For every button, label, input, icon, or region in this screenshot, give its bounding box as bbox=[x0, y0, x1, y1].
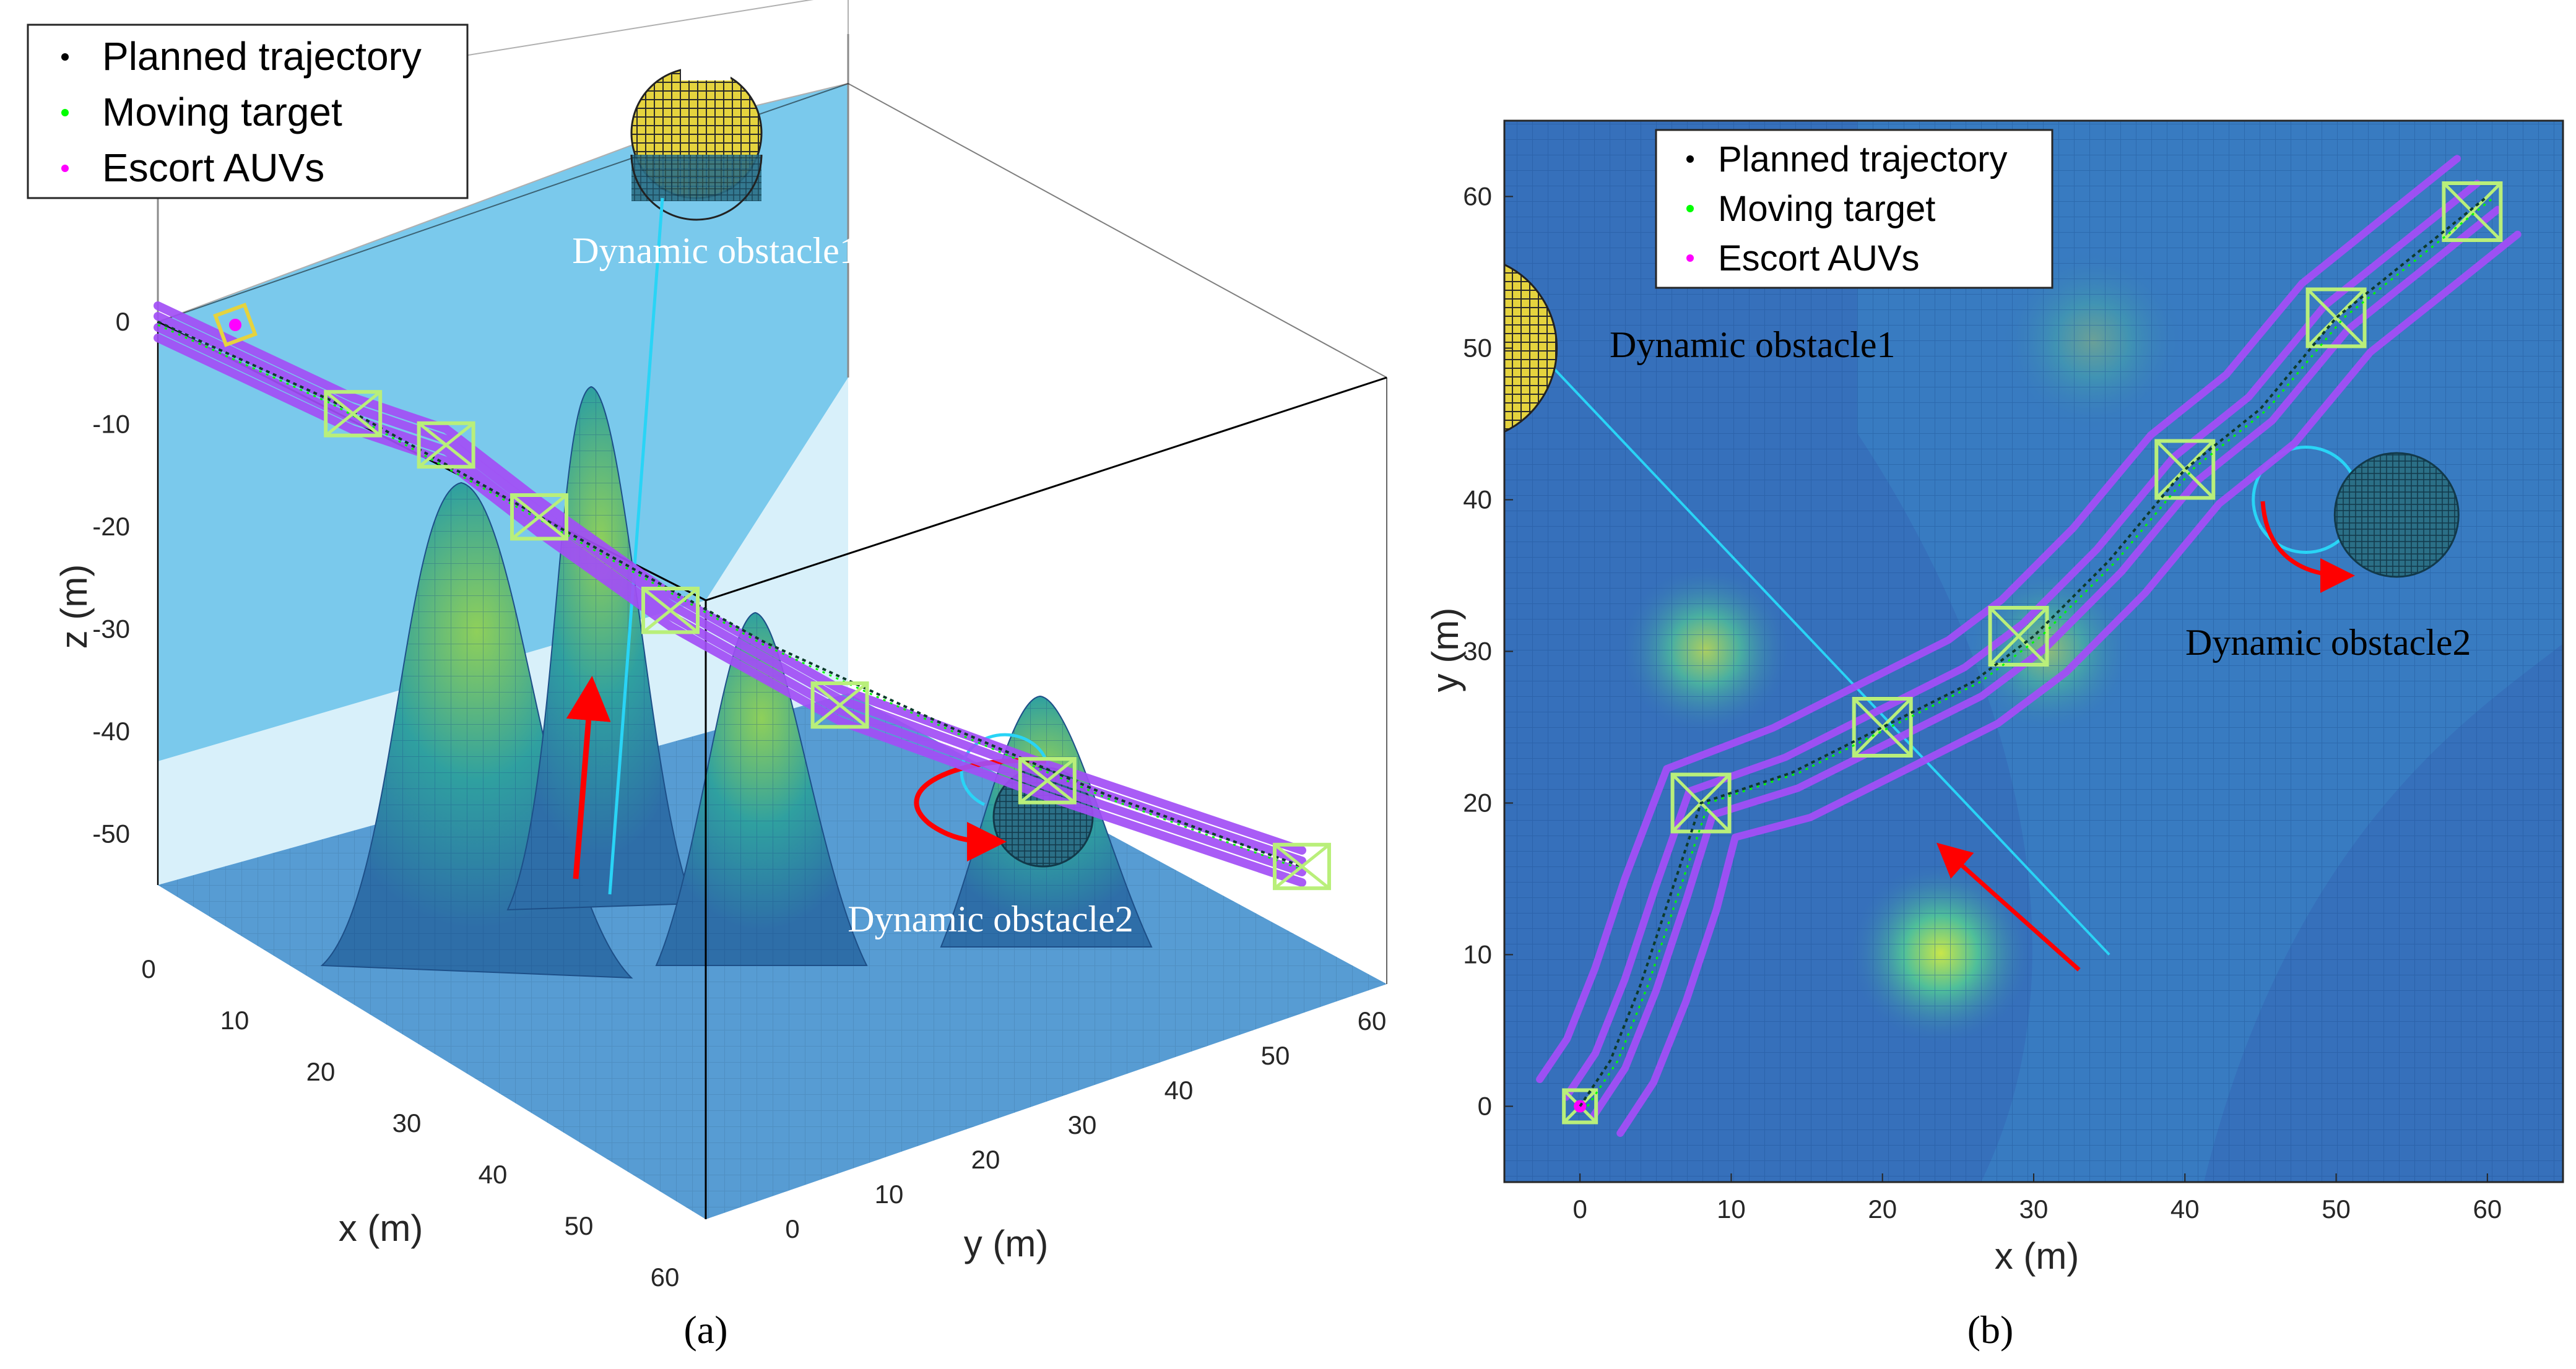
formation-box-2d bbox=[2442, 181, 2503, 242]
formation-box-3d bbox=[641, 587, 700, 634]
legend-b-target-marker bbox=[1686, 205, 1694, 212]
obstacle1-annotation-3d: Dynamic obstacle1 bbox=[572, 230, 858, 271]
formation-box-2d bbox=[2305, 287, 2367, 348]
formation-box-2d bbox=[1988, 606, 2049, 667]
y-tick-label-2d: 50 bbox=[1463, 334, 1492, 363]
x-tick-label-3d: 60 bbox=[651, 1263, 680, 1292]
y-tick-label-3d: 0 bbox=[785, 1214, 799, 1243]
z-tick-label: -30 bbox=[92, 614, 130, 643]
x-tick-label-2d: 50 bbox=[2322, 1194, 2351, 1224]
legend-a-target-label: Moving target bbox=[102, 90, 342, 134]
obstacle2-motion-arrow-2d bbox=[2260, 501, 2355, 593]
dynamic-obstacle1-sphere bbox=[630, 62, 763, 221]
x-tick-label-3d: 40 bbox=[479, 1160, 508, 1189]
formation-path-2d-2 bbox=[1590, 205, 2502, 1120]
x-tick-label-3d: 10 bbox=[220, 1006, 249, 1035]
formation-box-3d bbox=[324, 390, 383, 438]
legend-a-planned-label: Planned trajectory bbox=[102, 34, 422, 79]
obstacle1-motion-arrow bbox=[566, 676, 611, 879]
formation-box-3d bbox=[1273, 842, 1331, 891]
x-axis-label-3d: x (m) bbox=[339, 1207, 423, 1249]
x-tick-label-2d: 40 bbox=[2171, 1194, 2200, 1224]
formation-box-3d bbox=[1018, 757, 1077, 805]
formation-box-3d bbox=[417, 421, 475, 469]
y-tick-label-2d: 20 bbox=[1463, 788, 1492, 818]
obstacle1-path bbox=[608, 197, 664, 895]
obstacle1-path-2d bbox=[1533, 347, 2110, 956]
y-tick-label-2d: 10 bbox=[1463, 940, 1492, 969]
panel-a-3d-plot: 0 -10 -20 -30 -40 -50 0 10 20 30 40 50 60 0 10 20 30 40… bbox=[27, 0, 1387, 1352]
panel-a-label: (a) bbox=[683, 1308, 727, 1352]
dynamic-obstacle2-sphere-2d bbox=[2333, 452, 2460, 578]
formation-box-3d bbox=[510, 493, 568, 541]
dynamic-obstacle1-sphere-2d bbox=[1503, 263, 1558, 433]
legend-b-planned-label: Planned trajectory bbox=[1718, 139, 2007, 179]
formation-box-2d bbox=[2154, 439, 2216, 500]
y-tick-label-3d: 30 bbox=[1068, 1110, 1097, 1139]
y-axis-ticks-3d: 0 10 20 30 40 50 60 bbox=[785, 1006, 1386, 1243]
x-tick-label-3d: 20 bbox=[306, 1057, 336, 1086]
formation-box-2d bbox=[1852, 697, 1913, 758]
panel-b-label: (b) bbox=[1967, 1308, 2014, 1352]
x-tick-label-3d: 0 bbox=[141, 954, 155, 983]
y-axis-label-2d: y (m) bbox=[1425, 608, 1466, 693]
z-tick-label: -50 bbox=[92, 819, 130, 848]
z-tick-label: -20 bbox=[92, 512, 130, 541]
formation-paths-2d bbox=[1536, 155, 2522, 1137]
y-tick-label-2d: 40 bbox=[1463, 485, 1492, 514]
planned-trajectory-line-2d bbox=[1579, 195, 2489, 1107]
legend-a-target-marker bbox=[61, 109, 69, 116]
obstacle1-annotation-2d: Dynamic obstacle1 bbox=[1610, 324, 1896, 365]
legend-b-planned-marker bbox=[1686, 155, 1694, 163]
x-tick-label-2d: 30 bbox=[2019, 1194, 2049, 1224]
legend-a-planned-marker bbox=[61, 53, 69, 61]
x-axis-label-2d: x (m) bbox=[1995, 1235, 2079, 1277]
formation-path-2d-4 bbox=[1536, 155, 2461, 1084]
x-axis-ticks-3d: 0 10 20 30 40 50 60 bbox=[141, 954, 679, 1292]
legend-a: Planned trajectory Moving target Escort … bbox=[27, 24, 469, 199]
x-tick-label-2d: 60 bbox=[2473, 1194, 2502, 1224]
formation-path-2d-3 bbox=[1562, 179, 2481, 1101]
y-axis-label-3d: y (m) bbox=[964, 1223, 1049, 1264]
legend-a-escort-label: Escort AUVs bbox=[102, 145, 324, 190]
planned-trajectory-2d bbox=[1579, 195, 2496, 1107]
obstacle2-annotation-3d: Dynamic obstacle2 bbox=[848, 899, 1134, 939]
terrain-peaks bbox=[320, 386, 1153, 979]
formation-path-2d-1 bbox=[1616, 230, 2522, 1137]
z-tick-label: 0 bbox=[116, 307, 130, 336]
z-tick-label: -10 bbox=[92, 409, 130, 438]
start-escort-marker-3d bbox=[213, 303, 258, 347]
x-tick-label-2d: 0 bbox=[1572, 1194, 1587, 1224]
legend-b-escort-label: Escort AUVs bbox=[1718, 238, 1920, 279]
y-tick-label-3d: 50 bbox=[1261, 1041, 1290, 1070]
water-volume bbox=[158, 84, 848, 761]
z-tick-label: -40 bbox=[92, 717, 130, 746]
formation-boxes-3d bbox=[324, 390, 1331, 891]
y-axis-ticks-2d: 0 10 20 30 40 50 60 bbox=[1463, 182, 1513, 1121]
x-tick-label-3d: 50 bbox=[565, 1211, 594, 1240]
z-axis-ticks: 0 -10 -20 -30 -40 -50 bbox=[92, 307, 130, 848]
x-tick-label-2d: 10 bbox=[1717, 1194, 1746, 1224]
y-tick-label-3d: 40 bbox=[1164, 1076, 1194, 1105]
legend-b-escort-marker bbox=[1686, 254, 1694, 262]
y-tick-label-2d: 0 bbox=[1478, 1092, 1492, 1121]
y-tick-label-3d: 10 bbox=[875, 1180, 904, 1209]
y-tick-label-3d: 60 bbox=[1358, 1006, 1387, 1035]
x-tick-label-3d: 30 bbox=[392, 1108, 422, 1138]
y-tick-label-2d: 60 bbox=[1463, 182, 1492, 211]
formation-path-3d-2 bbox=[154, 312, 1306, 865]
y-tick-label-2d: 30 bbox=[1463, 637, 1492, 666]
y-tick-label-3d: 20 bbox=[971, 1145, 1000, 1174]
legend-b-target-label: Moving target bbox=[1718, 189, 1935, 229]
x-axis-ticks-2d: 0 10 20 30 40 50 60 bbox=[1572, 1173, 2502, 1224]
formation-box-3d bbox=[810, 681, 869, 729]
legend-b: Planned trajectory Moving target Escort … bbox=[1655, 129, 2053, 289]
obstacle1-motion-arrow-2d bbox=[1936, 842, 2081, 972]
legend-a-escort-marker bbox=[61, 165, 69, 172]
z-axis-label: z (m) bbox=[53, 564, 95, 649]
obstacle2-annotation-2d: Dynamic obstacle2 bbox=[2185, 622, 2471, 663]
x-tick-label-2d: 20 bbox=[1868, 1194, 1897, 1224]
